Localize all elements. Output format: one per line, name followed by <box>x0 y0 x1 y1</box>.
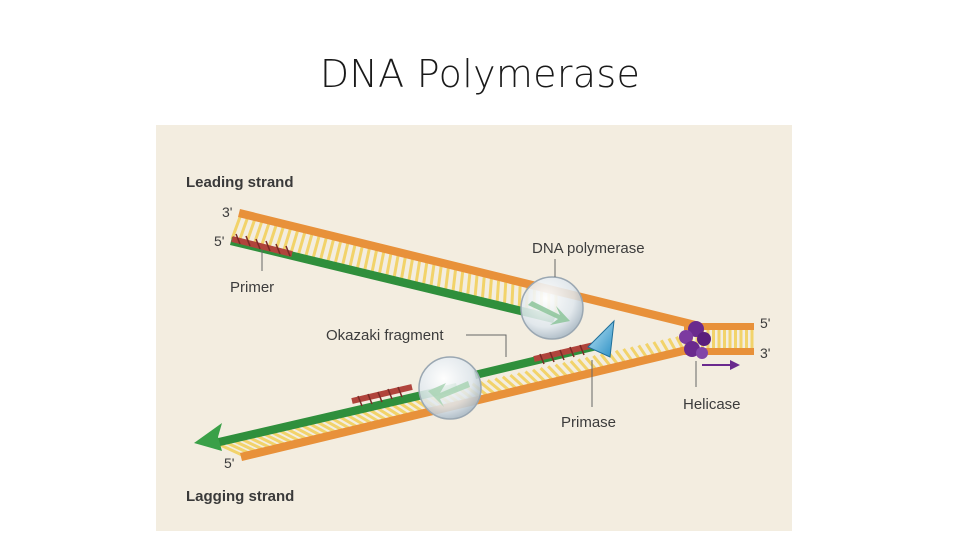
lagging-primer-2 <box>351 384 413 404</box>
replication-fork-diagram: Leading strand 3' 5' Primer DNA polymera… <box>156 125 792 531</box>
helicase-label: Helicase <box>683 396 741 413</box>
leader-lines <box>261 250 697 407</box>
lagging-strand-label: Lagging strand <box>186 488 294 505</box>
slide-title: DNA Polymerase <box>319 52 641 96</box>
leading-5-prime: 5' <box>214 233 224 249</box>
okazaki-fragment-label: Okazaki fragment <box>326 327 444 344</box>
dna-polymerase-label: DNA polymerase <box>532 240 645 257</box>
right-5-prime: 5' <box>760 315 770 331</box>
lagging-5-prime: 5' <box>224 455 234 471</box>
primase-label: Primase <box>561 414 616 431</box>
leading-3-prime: 3' <box>222 204 232 220</box>
right-3-prime: 3' <box>760 345 770 361</box>
lagging-direction-arrow <box>194 423 222 451</box>
lagging-primer-1 <box>533 342 595 362</box>
helicase <box>679 321 740 370</box>
okazaki-fragment-old <box>214 383 458 447</box>
leading-new-strand <box>230 237 556 323</box>
dna-polymerase-leading <box>520 276 584 340</box>
primer-label: Primer <box>230 279 274 296</box>
primase <box>587 319 615 358</box>
leading-strand-label: Leading strand <box>186 174 294 191</box>
leading-primer <box>231 236 293 257</box>
dna-polymerase-lagging <box>418 356 482 420</box>
